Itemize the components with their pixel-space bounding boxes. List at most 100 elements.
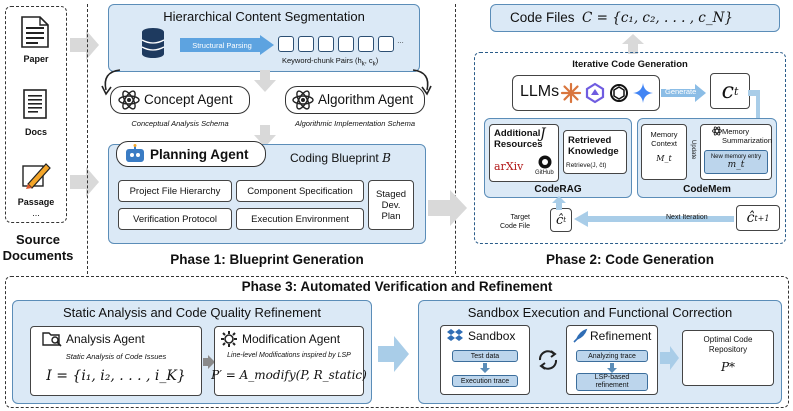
analysis-math: I = {i₁, i₂, . . . , i_K} [46, 368, 186, 384]
github-icon [538, 155, 552, 169]
atom-icon [292, 90, 314, 110]
structural-parsing-arrow [180, 35, 274, 55]
mod-desc: Line-level Modifications inspired by LSP [227, 352, 351, 359]
arrow-static-to-sandbox [378, 336, 409, 372]
robot-icon [126, 144, 144, 162]
analysis-agent-label: Analysis Agent [66, 332, 145, 346]
gear-icon [221, 331, 237, 347]
phase1-divider [87, 4, 88, 274]
source-documents-box [5, 6, 67, 223]
chunk-more: … [397, 38, 404, 45]
phase2-label: Phase 2: Code Generation [545, 252, 715, 267]
docs-icon [23, 89, 47, 119]
retrieved-knowledge-box [563, 130, 627, 174]
generate-label: Generate [665, 87, 697, 96]
arrow-ct-hat-up [552, 196, 566, 210]
phase3-box [5, 276, 789, 408]
optimal-repo-box [682, 330, 774, 386]
chunk-square [338, 36, 354, 52]
curve-arrow-right [412, 69, 432, 96]
additional-resources-label: Additional Resources [494, 128, 543, 150]
folder-search-icon [42, 332, 62, 347]
arrow-to-optimal [660, 346, 679, 370]
blueprint-box-execution-environment: Execution Environment [236, 208, 364, 230]
atom-icon [118, 90, 140, 110]
arrow-source-to-phase1 [70, 30, 99, 60]
arxiv-logo: arXiv [494, 160, 524, 173]
arrow-analysis-to-mod [203, 355, 215, 369]
arrow-source-to-phase1-lower [70, 167, 99, 197]
llms-label: LLMs [520, 83, 560, 100]
source-item-docs: Docs [24, 127, 47, 137]
codemem-label: CodeMem [683, 184, 731, 195]
arrow-seg-down [254, 70, 276, 92]
analysis-desc: Static Analysis of Code Issues [65, 352, 167, 361]
new-memory-entry-label: New memory entry [710, 154, 762, 160]
algorithm-schema: Algorithmic Implementation Schema [294, 119, 416, 128]
coding-blueprint-label: Coding Blueprint B [290, 151, 391, 165]
database-icon [141, 28, 165, 58]
chunk-square [378, 36, 394, 52]
blueprint-box-project-file-hierarchy: Project File Hierarchy [118, 180, 232, 202]
blueprint-box-verification-protocol: Verification Protocol [118, 208, 232, 230]
curve-arrow-left [101, 69, 121, 96]
phase1-label: Phase 1: Blueprint Generation [170, 252, 364, 267]
source-item-paper: Paper [23, 54, 49, 64]
algorithm-agent-box [285, 86, 425, 114]
optimal-repo-label: Optimal Code Repository [703, 335, 753, 354]
blueprint-box-component-specification: Component Specification [236, 180, 364, 202]
memory-context-sym: M_t [656, 154, 672, 163]
chunk-square [298, 36, 314, 52]
coderag-label: CodeRAG [534, 184, 582, 195]
phase3-title: Phase 3: Automated Verification and Refi… [241, 279, 553, 294]
new-memory-entry-sym: m_t [727, 160, 745, 170]
sandbox-title: Sandbox Execution and Functional Correct… [467, 305, 733, 320]
lsp-refinement-box: LSP-based refinement [576, 373, 648, 391]
arrow-next-iteration [574, 211, 734, 227]
retrieved-knowledge-label: Retrieved Knowledge [568, 135, 619, 157]
sandbox-label: Sandbox [468, 329, 516, 343]
source-more: ... [32, 208, 40, 218]
source-documents-title: Source Documents [2, 232, 74, 263]
passage-pencil-icon [22, 163, 51, 189]
iterative-title: Iterative Code Generation [572, 59, 688, 70]
iterative-code-generation-box [474, 52, 786, 244]
mod-math: P′ = A_modify(P, R_static) [211, 368, 367, 382]
structural-parsing-label: Structural Parsing [192, 40, 252, 50]
additional-resources-box [489, 124, 559, 182]
source-item-passage: Passage [17, 197, 55, 207]
update-label: Update [690, 140, 696, 160]
refinement-label: Refinement [590, 329, 652, 343]
memory-context-label: Memory Context [650, 130, 678, 148]
arrow-to-code-files [622, 34, 644, 54]
arrow-agents-down [254, 125, 276, 147]
arrow-analyze-to-lsp [607, 363, 617, 373]
new-memory-entry-box: New memory entry m_t [704, 150, 768, 174]
analyzing-trace-box: Analyzing trace [576, 350, 648, 362]
dropbox-icon [447, 329, 463, 341]
additional-resources-sym: J [540, 126, 546, 142]
target-code-label: Target Code File [500, 214, 530, 230]
feather-icon [573, 328, 588, 343]
qwen-icon [585, 82, 605, 104]
retrieve-fn: Retrieve(J, ĉt) [566, 162, 607, 169]
arrow-phase1-to-phase2 [428, 190, 467, 226]
code-files-label: Code Files C = {c₁, c₂, . . . , c_N} [510, 10, 734, 26]
segmentation-title: Hierarchical Content Segmentation [163, 8, 365, 24]
kc-pairs-label: Keyword-chunk Pairs (hk, ck) [282, 56, 379, 68]
modification-agent-label: Modification Agent [242, 332, 341, 346]
atom-icon [712, 126, 722, 136]
modification-agent-box [214, 326, 364, 396]
generate-arrow [661, 84, 706, 102]
optimal-repo-sym: P* [720, 360, 736, 374]
concept-schema: Conceptual Analysis Schema [131, 119, 229, 128]
chunk-square [358, 36, 374, 52]
test-data-box: Test data [452, 350, 518, 362]
blueprint-box-staged-plan: Staged Dev. Plan [368, 180, 414, 230]
static-analysis-title: Static Analysis and Code Quality Refinem… [63, 305, 321, 320]
chunk-square [318, 36, 334, 52]
paper-icon [21, 16, 49, 48]
